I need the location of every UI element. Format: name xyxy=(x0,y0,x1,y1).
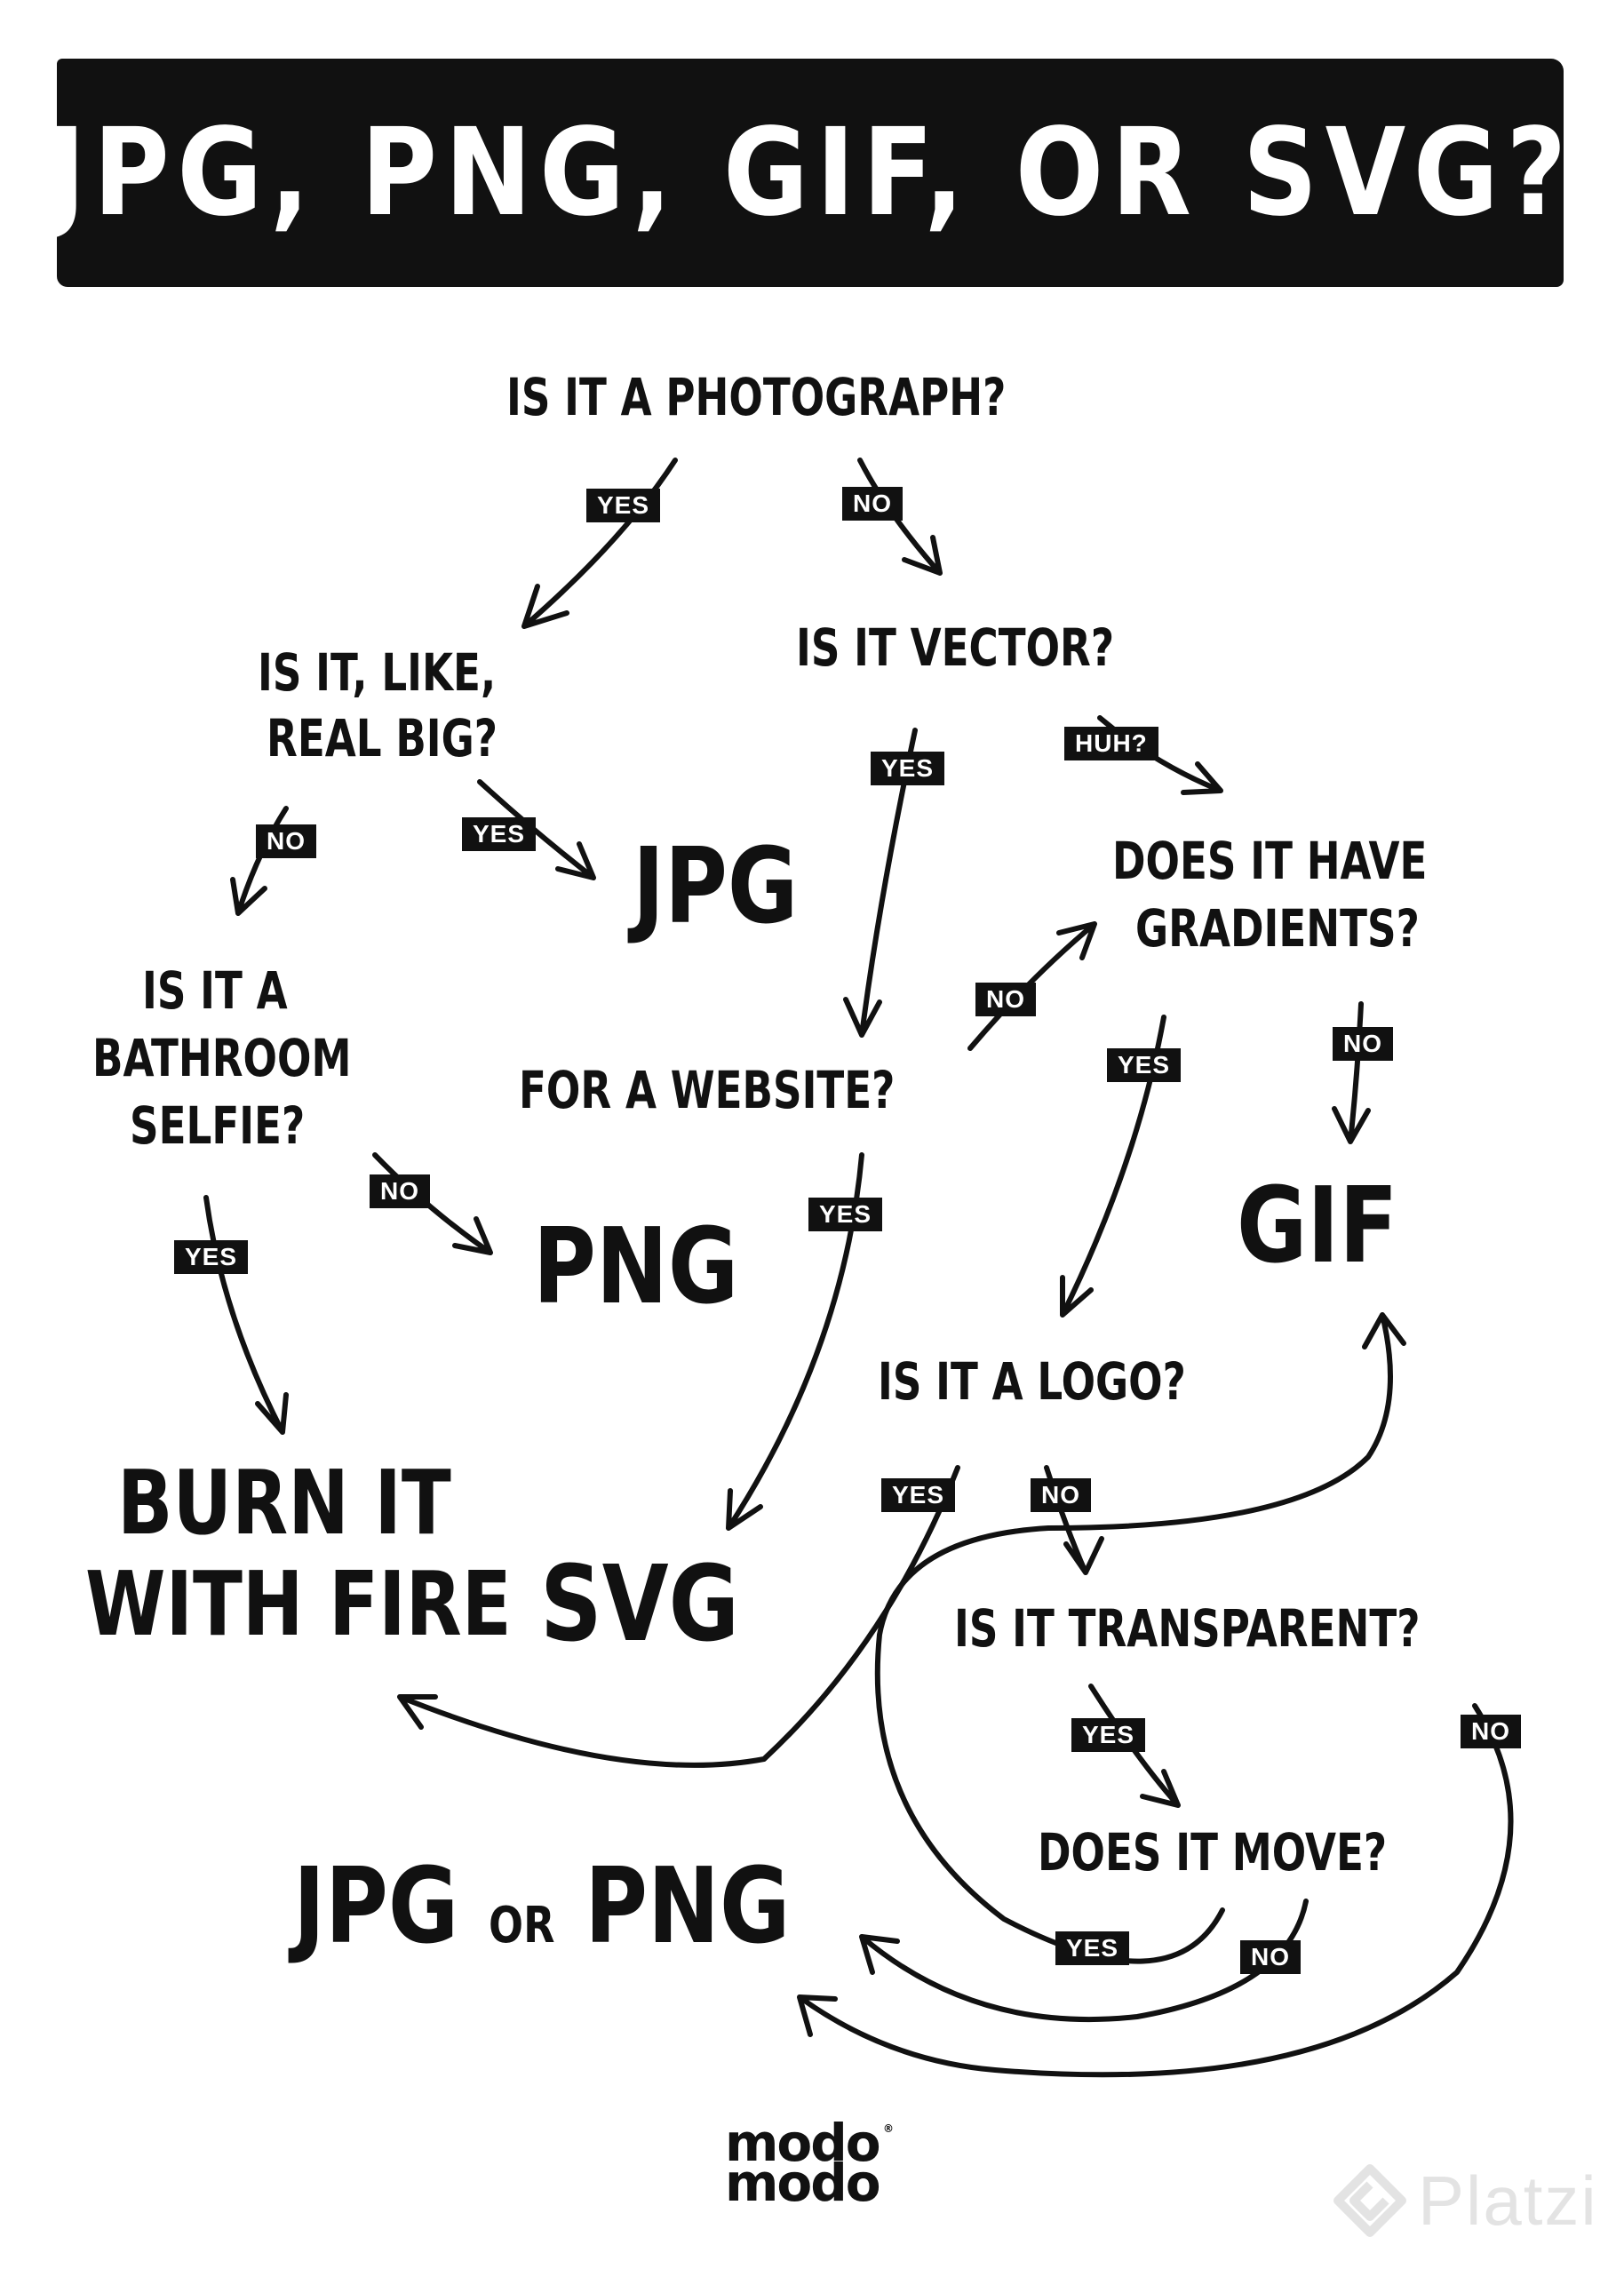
tag-grad-yes: YES xyxy=(1107,1048,1182,1082)
tag-selfie-no: NO xyxy=(370,1174,430,1208)
page-title: JPG, PNG, GIF, OR SVG? xyxy=(46,102,1574,243)
arrow-logo-yes xyxy=(397,1465,960,1768)
arrow-transp-yes xyxy=(1088,1684,1181,1808)
tag-move-yes: YES xyxy=(1055,1931,1130,1965)
brand-logo: modo modo ® xyxy=(725,2113,894,2214)
arrow-photo-yes xyxy=(521,458,678,629)
outcome-burn-line2: WITH FIRE xyxy=(85,1552,512,1656)
question-website: FOR A WEBSITE? xyxy=(519,1060,896,1120)
tag-logo-no: NO xyxy=(1031,1478,1091,1512)
outcome-gif: GIF xyxy=(1237,1164,1398,1286)
question-move: DOES IT MOVE? xyxy=(1038,1822,1388,1883)
outcome-svg: SVG xyxy=(540,1542,740,1665)
tag-photo-yes: YES xyxy=(586,489,661,522)
arrow-selfie-yes xyxy=(203,1195,289,1435)
tag-transp-yes: YES xyxy=(1071,1718,1146,1752)
tag-selfie-yes: YES xyxy=(174,1240,249,1274)
outcome-burn-line1: BURN IT xyxy=(117,1451,451,1555)
outcome-jpg-or-png-first: JPG xyxy=(293,1844,459,1967)
question-transparent: IS IT TRANSPARENT? xyxy=(954,1598,1421,1659)
platzi-logo-icon xyxy=(1333,2164,1406,2237)
question-real-big-line2: REAL BIG? xyxy=(267,708,498,768)
tag-vector-huh: HUH? xyxy=(1064,727,1158,760)
question-bathroom-line2: BATHROOM xyxy=(92,1028,352,1088)
question-gradients-line2: GRADIENTS? xyxy=(1135,898,1420,959)
tag-big-no: NO xyxy=(256,824,316,858)
registered-mark: ® xyxy=(883,2122,894,2135)
tag-move-no: NO xyxy=(1240,1940,1301,1974)
arrow-transp-no xyxy=(797,1703,1514,2078)
outcome-jpg-or-png-second: PNG xyxy=(585,1844,791,1967)
question-bathroom-line3: SELFIE? xyxy=(130,1095,306,1156)
tag-photo-no: NO xyxy=(842,487,903,521)
tag-website-no: NO xyxy=(975,983,1036,1016)
question-real-big-line1: IS IT, LIKE, xyxy=(258,642,497,703)
tag-big-yes: YES xyxy=(462,817,537,851)
arrow-move-yes xyxy=(874,1312,1406,1964)
tag-logo-yes: YES xyxy=(881,1478,956,1512)
watermark-text: Platzi xyxy=(1418,2162,1598,2240)
arrow-website-no xyxy=(967,921,1097,1051)
question-bathroom-line1: IS IT A xyxy=(142,960,288,1021)
tag-grad-no: NO xyxy=(1333,1027,1393,1061)
outcome-jpg-or-png: JPG OR PNG xyxy=(293,1839,790,1973)
question-gradients-line1: DOES IT HAVE xyxy=(1112,831,1428,891)
arrow-grad-no xyxy=(1332,1001,1371,1144)
question-vector: IS IT VECTOR? xyxy=(796,617,1115,678)
question-logo: IS IT A LOGO? xyxy=(878,1351,1186,1412)
brand-logo-line1: modo xyxy=(725,2113,881,2173)
outcome-png: PNG xyxy=(533,1205,739,1327)
tag-website-yes: YES xyxy=(808,1198,883,1231)
brand-logo-line2: modo xyxy=(725,2153,881,2214)
tag-transp-no: NO xyxy=(1461,1715,1521,1748)
outcome-jpg: JPG xyxy=(633,824,799,947)
title-banner: JPG, PNG, GIF, OR SVG? xyxy=(47,59,1566,287)
question-photograph: IS IT A PHOTOGRAPH? xyxy=(506,367,1007,427)
outcome-jpg-or-png-or: OR xyxy=(489,1897,555,1955)
tag-vector-yes: YES xyxy=(871,752,945,785)
